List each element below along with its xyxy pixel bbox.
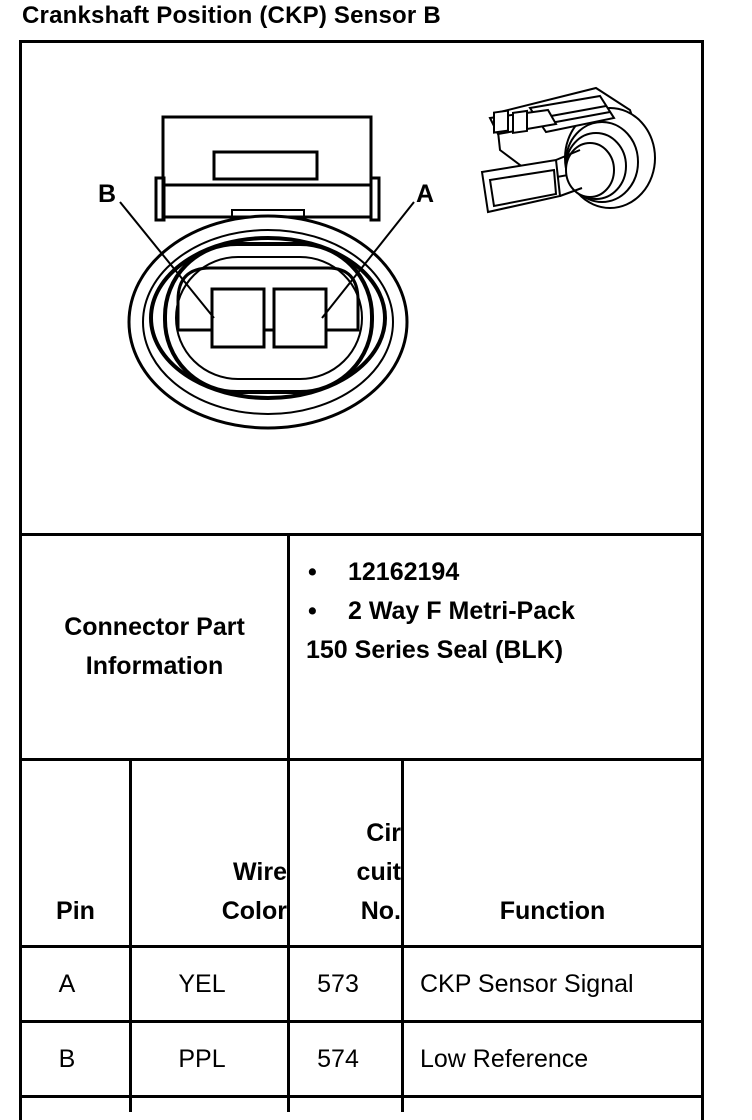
table-cell-pin: A [58,969,76,998]
table-cell-function: Low Reference [420,1044,589,1073]
connector-part-list: • 12162194 • 2 Way F Metri-Pack 150 Seri… [306,553,575,670]
table-cell-circuit: 574 [317,1044,359,1073]
connector-face-view [119,115,415,430]
document-frame [19,40,704,1120]
divider [287,533,290,1112]
divider [19,1095,704,1098]
divider [19,758,704,761]
column-header-pin: Pin [22,761,129,945]
divider [401,758,404,1112]
column-header-function: Function [404,761,701,945]
divider [19,533,704,536]
header-text: Color [221,897,287,925]
divider [19,945,704,948]
list-item: • 2 Way F Metri-Pack [306,592,575,631]
header-text: Cir [366,819,401,847]
connector-info-label: Connector Part Information [22,536,287,758]
divider [19,1020,704,1023]
divider [129,758,132,1112]
column-header-circuit-no: Cir cuit No. [290,761,401,945]
bullet: • [308,597,317,625]
connector-type: 2 Way F Metri-Pack [348,597,575,625]
table-cell-circuit: 573 [317,969,359,998]
seal-description: 150 Series Seal (BLK) [306,636,564,664]
list-item: • 12162194 [306,553,575,592]
connector-isometric-view [480,86,656,214]
bullet: • [308,558,317,586]
header-text: No. [360,897,401,925]
connector-info-label-line: Information [85,652,224,680]
table-cell-wire-color: YEL [178,969,226,998]
table-cell-pin: B [58,1044,76,1073]
part-number: 12162194 [348,558,460,586]
header-text: Function [499,897,606,925]
connector-info-label-line: Connector Part [64,613,245,641]
table-cell-function: CKP Sensor Signal [420,969,634,998]
header-text: cuit [356,858,401,886]
column-header-wire-color: Wire Color [132,761,287,945]
table-cell-wire-color: PPL [178,1044,226,1073]
header-text: Wire [233,858,287,886]
header-text: Pin [56,897,95,925]
connector-diagram: B A [98,86,656,430]
page-title: Crankshaft Position (CKP) Sensor B [22,2,441,29]
pin-label-b: B [98,180,116,208]
pin-label-a: A [416,180,434,208]
